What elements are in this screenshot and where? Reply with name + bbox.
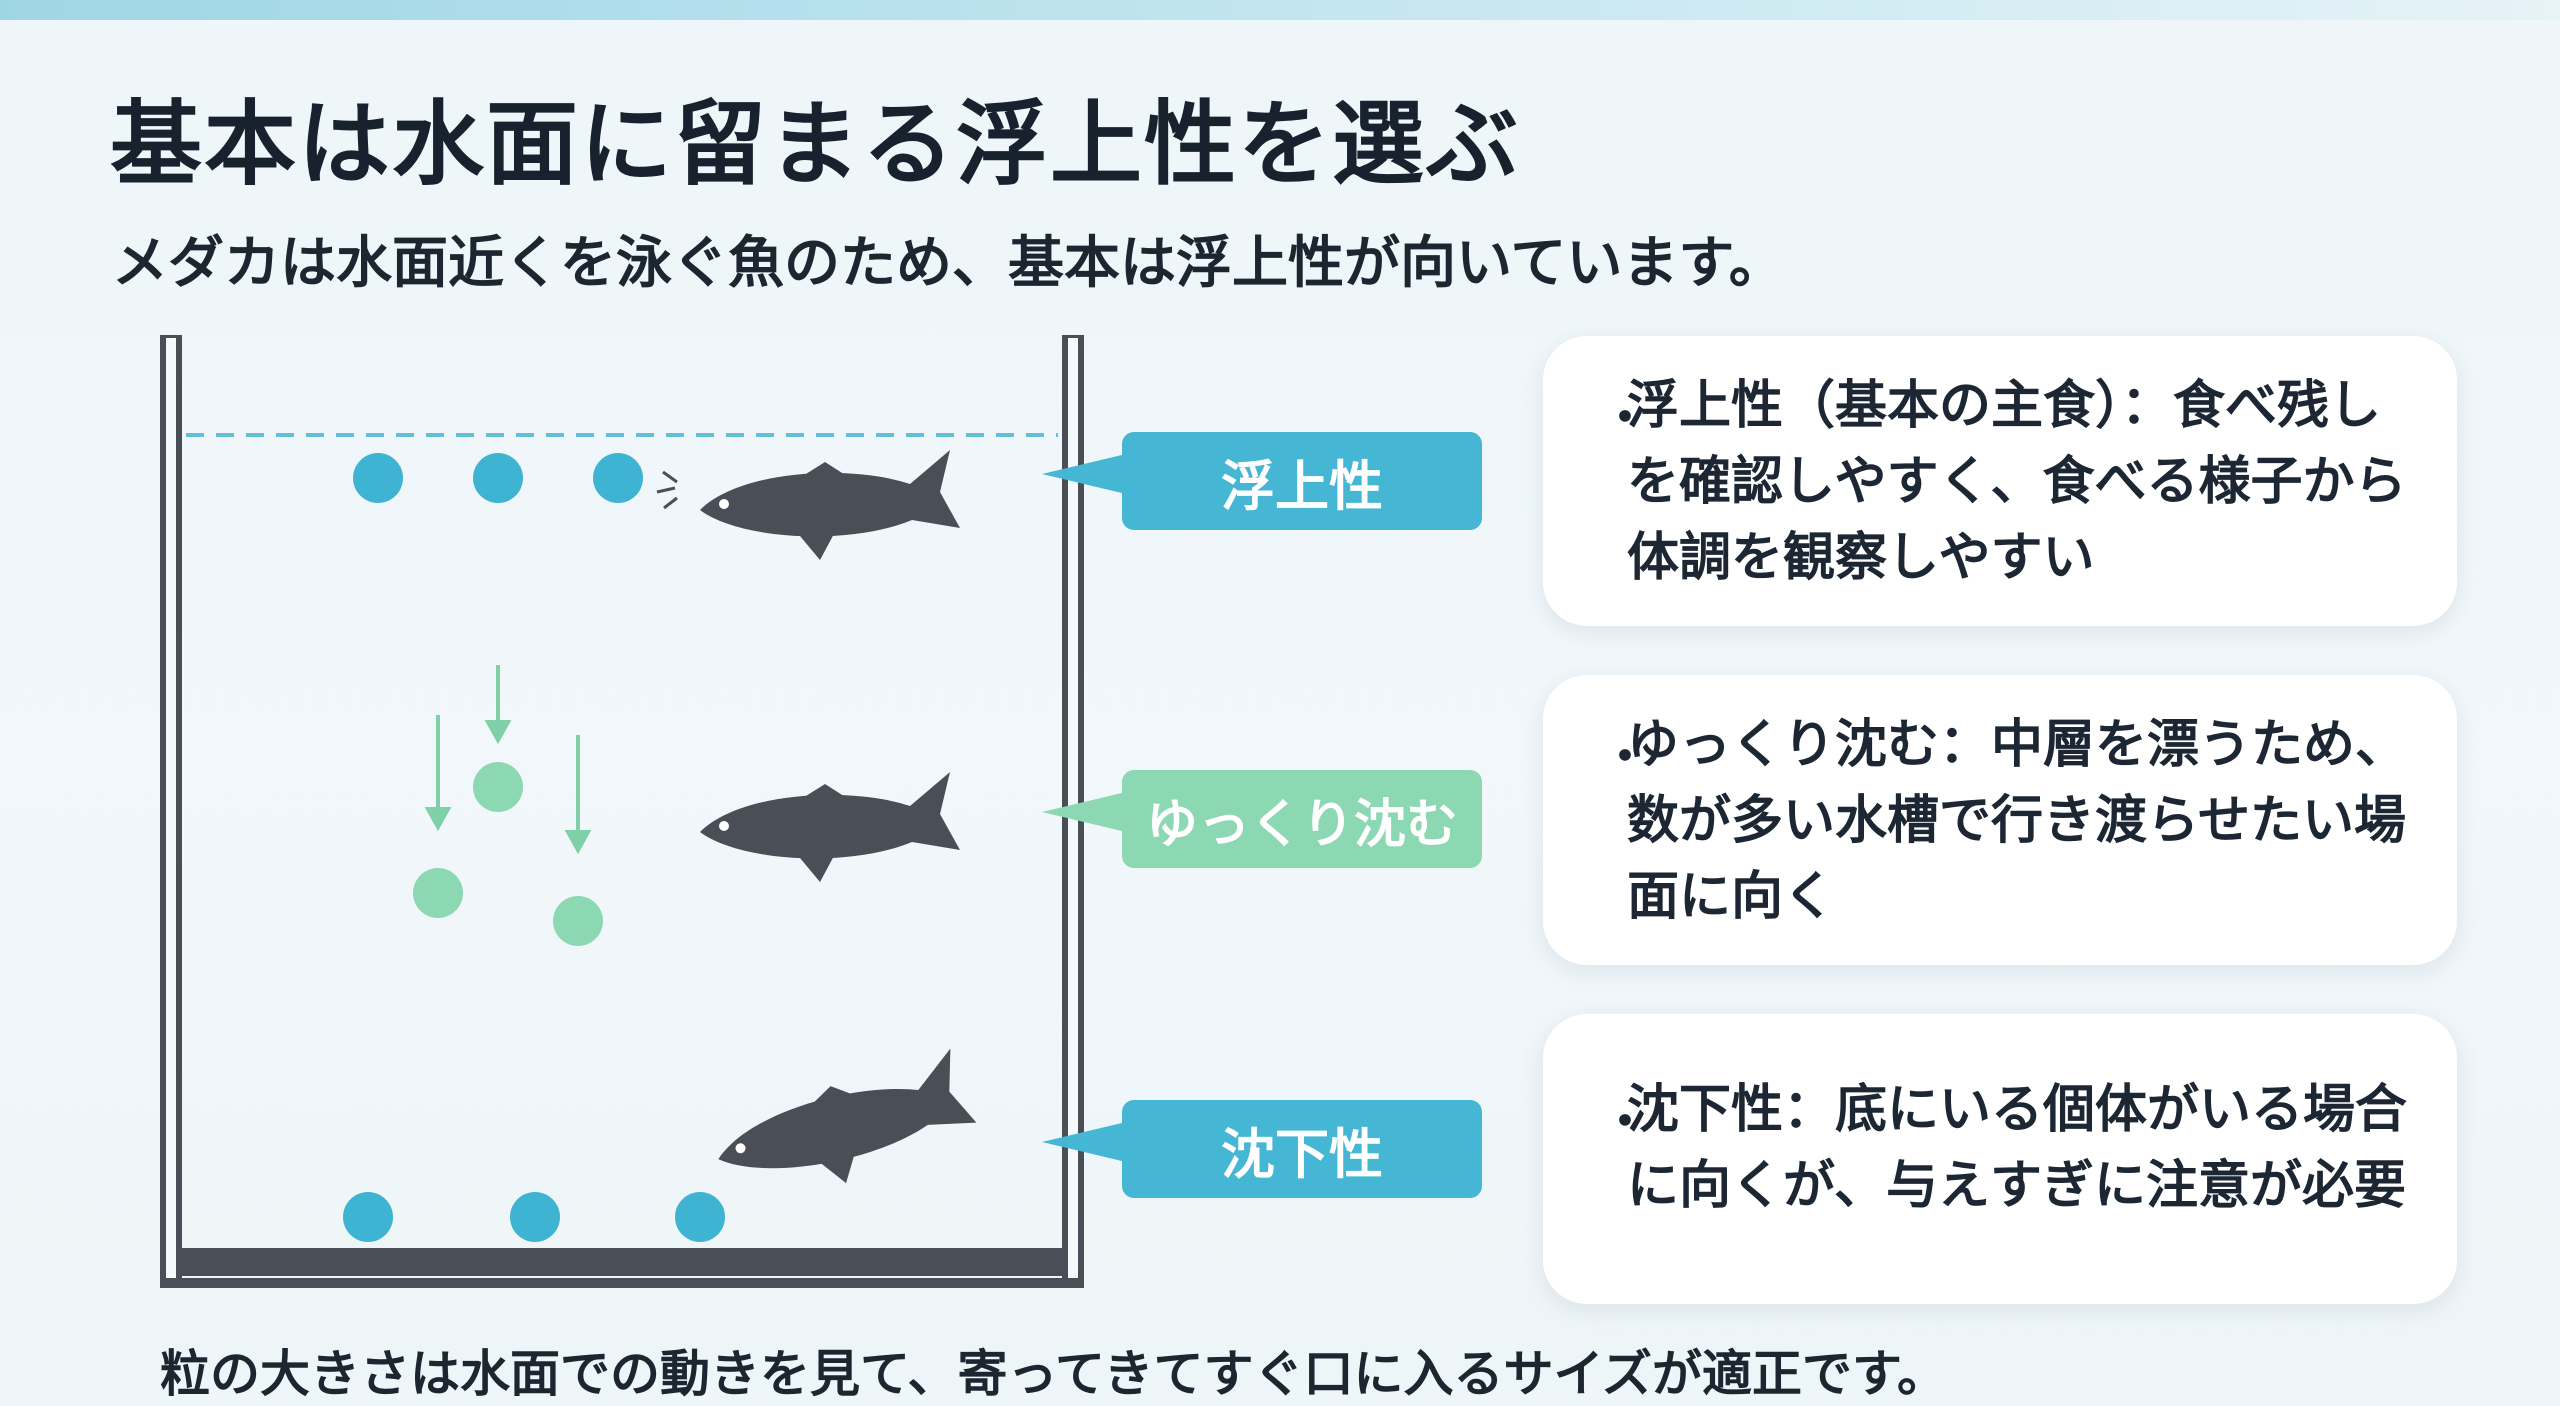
feeding-pellet-icon [510,1192,560,1242]
fish-icon [700,450,960,560]
sinking-arrows [424,665,592,855]
aquarium-illustration [150,330,1100,1310]
eating-marks [656,470,678,510]
tank-substrate [182,1248,1062,1276]
feeding-pellet-icon [413,868,463,918]
top-accent-strip [0,0,2560,20]
bullet-mark: ・ [1601,729,1650,785]
card-slow-sinking: ・ ゆっくり沈む：中層を漂うため、数が多い水槽で行き渡らせたい場面に向く [1543,675,2457,965]
sunken-pellets [343,1192,725,1242]
fish-icon [700,772,960,882]
page-title: 基本は水面に留まる浮上性を選ぶ [110,91,1521,198]
footer-note: 粒の大きさは水面での動きを見て、寄ってきてすぐ口に入るサイズが適正です。 [160,1345,1947,1403]
label-sinking-text: 沈下性 [1122,1100,1482,1198]
card-sinking-text: 沈下性：底にいる個体がいる場合に向くが、与えすぎに注意が必要 [1627,1080,2408,1216]
card-floating: ・ 浮上性（基本の主食）：食べ残しを確認しやすく、食べる様子から体調を観察しやす… [1543,336,2457,626]
page-subtitle: メダカは水面近くを泳ぐ魚のため、基本は浮上性が向いています。 [112,231,1785,296]
label-slow-sinking-text: ゆっくり沈む [1122,770,1482,868]
card-sinking: ・ 沈下性：底にいる個体がいる場合に向くが、与えすぎに注意が必要 [1543,1014,2457,1304]
feeding-pellet-icon [553,896,603,946]
feeding-pellet-icon [473,762,523,812]
label-floating-text: 浮上性 [1122,432,1482,530]
bullet-mark: ・ [1601,390,1650,446]
feeding-pellet-icon [473,453,523,503]
label-floating: 浮上性 [1042,432,1482,530]
bullet-mark: ・ [1601,1094,1650,1150]
card-slow-sinking-text: ゆっくり沈む：中層を漂うため、数が多い水槽で行き渡らせたい場面に向く [1627,715,2408,927]
label-slow-sinking: ゆっくり沈む [1042,770,1482,868]
sinking-arrow-icon [564,735,592,855]
callout-pointer [1042,454,1126,494]
tank-wall-bottom [160,1278,1084,1288]
callout-pointer [1042,792,1126,832]
fish-icon [705,1046,984,1209]
floating-pellets [353,453,643,503]
slow-sinking-pellets [413,762,603,946]
feeding-pellet-icon [593,453,643,503]
sinking-arrow-icon [424,715,452,832]
callout-pointer [1042,1122,1126,1162]
sinking-arrow-icon [484,665,512,745]
label-sinking: 沈下性 [1042,1100,1482,1198]
card-floating-text: 浮上性（基本の主食）：食べ残しを確認しやすく、食べる様子から体調を観察しやすい [1627,376,2407,588]
aquarium-svg [160,335,1084,1288]
feeding-pellet-icon [343,1192,393,1242]
feeding-pellet-icon [675,1192,725,1242]
feeding-pellet-icon [353,453,403,503]
